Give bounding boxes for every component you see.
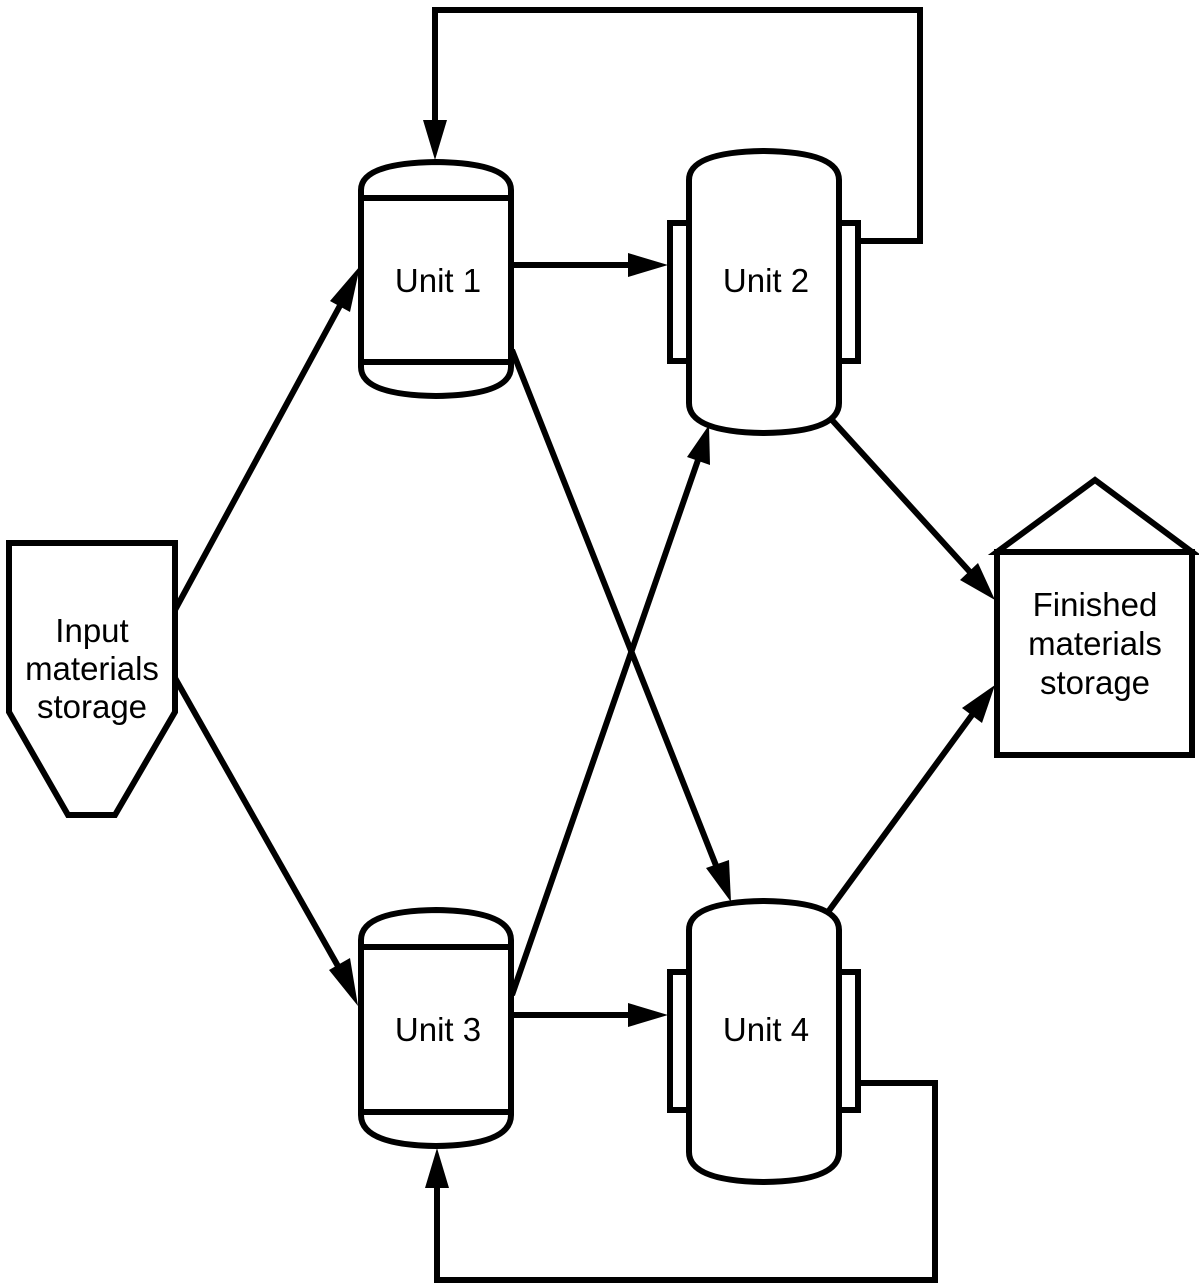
arrowhead-into-unit3 <box>329 958 358 1006</box>
arrowhead-into-unit2-bottom <box>687 425 710 465</box>
input-label-line-2: materials <box>25 650 159 687</box>
arrowhead-into-finished-upper <box>960 563 995 600</box>
hopper-shape <box>6 540 178 818</box>
unit3-label: Unit 3 <box>395 1011 481 1048</box>
house-body-shape <box>994 549 1195 758</box>
unit2-label: Unit 2 <box>723 262 809 299</box>
edge-input-to-unit3 <box>172 676 346 977</box>
node-unit-3[interactable]: Unit 3 <box>358 906 514 1150</box>
edge-input-to-unit1 <box>172 298 346 612</box>
unit1-label: Unit 1 <box>395 262 481 299</box>
node-unit-4[interactable]: Unit 4 <box>667 897 861 1186</box>
edge-unit4-to-unit3-recycle <box>434 1080 938 1283</box>
input-label-line-3: storage <box>37 688 147 725</box>
edge-unit3-to-unit2 <box>509 459 701 996</box>
finished-label-line-2: materials <box>1028 625 1162 662</box>
edge-unit2-to-unit1-recycle <box>432 7 923 244</box>
finished-label-line-1: Finished <box>1033 586 1158 623</box>
node-input-materials-storage[interactable]: Input materials storage <box>6 540 178 818</box>
arrowhead-into-unit2 <box>628 253 668 277</box>
arrowhead-into-finished-lower <box>962 685 995 723</box>
edge-unit1-to-unit4 <box>509 348 720 870</box>
input-label-line-1: Input <box>55 612 128 649</box>
unit1-vessel-shape <box>358 158 514 400</box>
finished-label-line-3: storage <box>1040 664 1150 701</box>
arrowhead-into-unit4 <box>628 1003 668 1027</box>
edge-unit4-to-finished <box>825 713 975 914</box>
node-finished-materials-storage[interactable]: Finished materials storage <box>987 476 1199 758</box>
node-unit-1[interactable]: Unit 1 <box>358 158 514 400</box>
unit4-vessel-shape <box>686 897 842 1186</box>
arrowhead-into-unit4-top <box>706 860 731 902</box>
unit4-label: Unit 4 <box>723 1011 809 1048</box>
node-unit-2[interactable]: Unit 2 <box>667 147 861 437</box>
unit2-vessel-shape <box>686 147 842 437</box>
arrowhead-into-unit1-top <box>423 120 447 160</box>
arrowhead-into-unit3-bottom <box>425 1148 449 1188</box>
house-roof-shape <box>987 476 1199 555</box>
arrowhead-into-unit1 <box>330 266 360 312</box>
edge-unit2-to-finished <box>829 417 973 575</box>
